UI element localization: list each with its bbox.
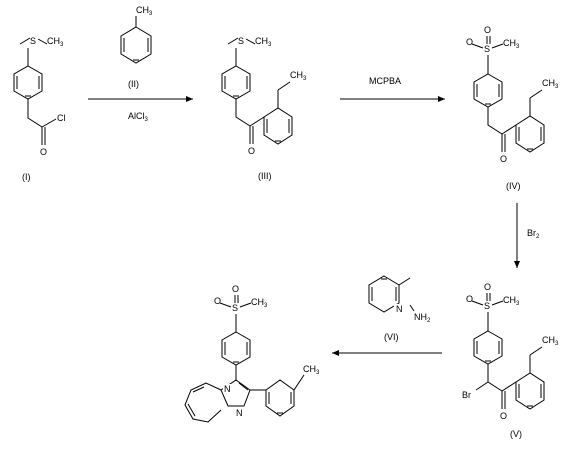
atom-s-v: S <box>484 301 490 311</box>
atom-o-iv-c: O <box>500 154 507 164</box>
atom-ch3-v-b: CH3 <box>542 335 559 347</box>
compound-iv-structure: O S O CH3 O CH3 <box>466 25 559 164</box>
compound-i-structure: S CH3 O Cl <box>13 36 66 157</box>
atom-s-p: S <box>232 303 238 313</box>
atom-ch3-iv-a: CH3 <box>503 38 520 50</box>
atom-nh2-vi: NH2 <box>414 312 431 324</box>
label-compound-v: (V) <box>510 429 522 439</box>
label-compound-iv: (IV) <box>506 181 521 191</box>
atom-ch3-iii-a: CH3 <box>255 36 272 48</box>
atom-o-p-a: O <box>214 296 221 306</box>
atom-br-v: Br <box>462 390 471 400</box>
atom-o-iv-b: O <box>484 25 491 35</box>
atom-o-i: O <box>40 147 47 157</box>
atom-o-p-b: O <box>232 284 239 294</box>
product-structure: O S O CH3 N N CH3 <box>184 284 320 423</box>
atom-o-iv-a: O <box>466 37 473 47</box>
atom-s-iii: S <box>238 36 244 46</box>
label-compound-vi: (VI) <box>384 332 399 342</box>
label-compound-ii: (II) <box>128 79 139 89</box>
label-compound-iii: (III) <box>258 171 272 181</box>
label-compound-i: (I) <box>22 172 31 182</box>
atom-o-v-a: O <box>466 294 473 304</box>
atom-o-v-b: O <box>484 282 491 292</box>
compound-ii-structure: CH3 <box>120 5 153 64</box>
atom-ch3-v-a: CH3 <box>503 295 520 307</box>
compound-iii-structure: S CH3 O CH3 <box>221 36 307 156</box>
compound-v-structure: O S O CH3 Br O CH3 <box>462 282 559 421</box>
atom-n-p-a: N <box>224 384 231 394</box>
atom-o-v-c: O <box>500 411 507 421</box>
atom-s-i: S <box>30 36 36 46</box>
atom-ch3-p-b: CH3 <box>303 364 320 376</box>
reagent-br2: Br2 <box>527 228 540 240</box>
reagent-alcl3: AlCl3 <box>128 111 149 123</box>
atom-o-iii: O <box>248 146 255 156</box>
atom-ch3-p-a: CH3 <box>251 297 268 309</box>
atom-ch3-i: CH3 <box>47 36 64 48</box>
atom-cl-i: Cl <box>57 113 66 123</box>
atom-ch3-ii: CH3 <box>136 5 153 17</box>
atom-ch3-iv-b: CH3 <box>542 78 559 90</box>
compound-vi-structure: N NH2 <box>368 275 431 324</box>
atom-s-iv: S <box>484 44 490 54</box>
atom-n-vi: N <box>396 304 403 314</box>
reagent-mcpba: MCPBA <box>369 76 401 86</box>
atom-n-p-b: N <box>236 408 243 418</box>
atom-ch3-iii-b: CH3 <box>290 70 307 82</box>
